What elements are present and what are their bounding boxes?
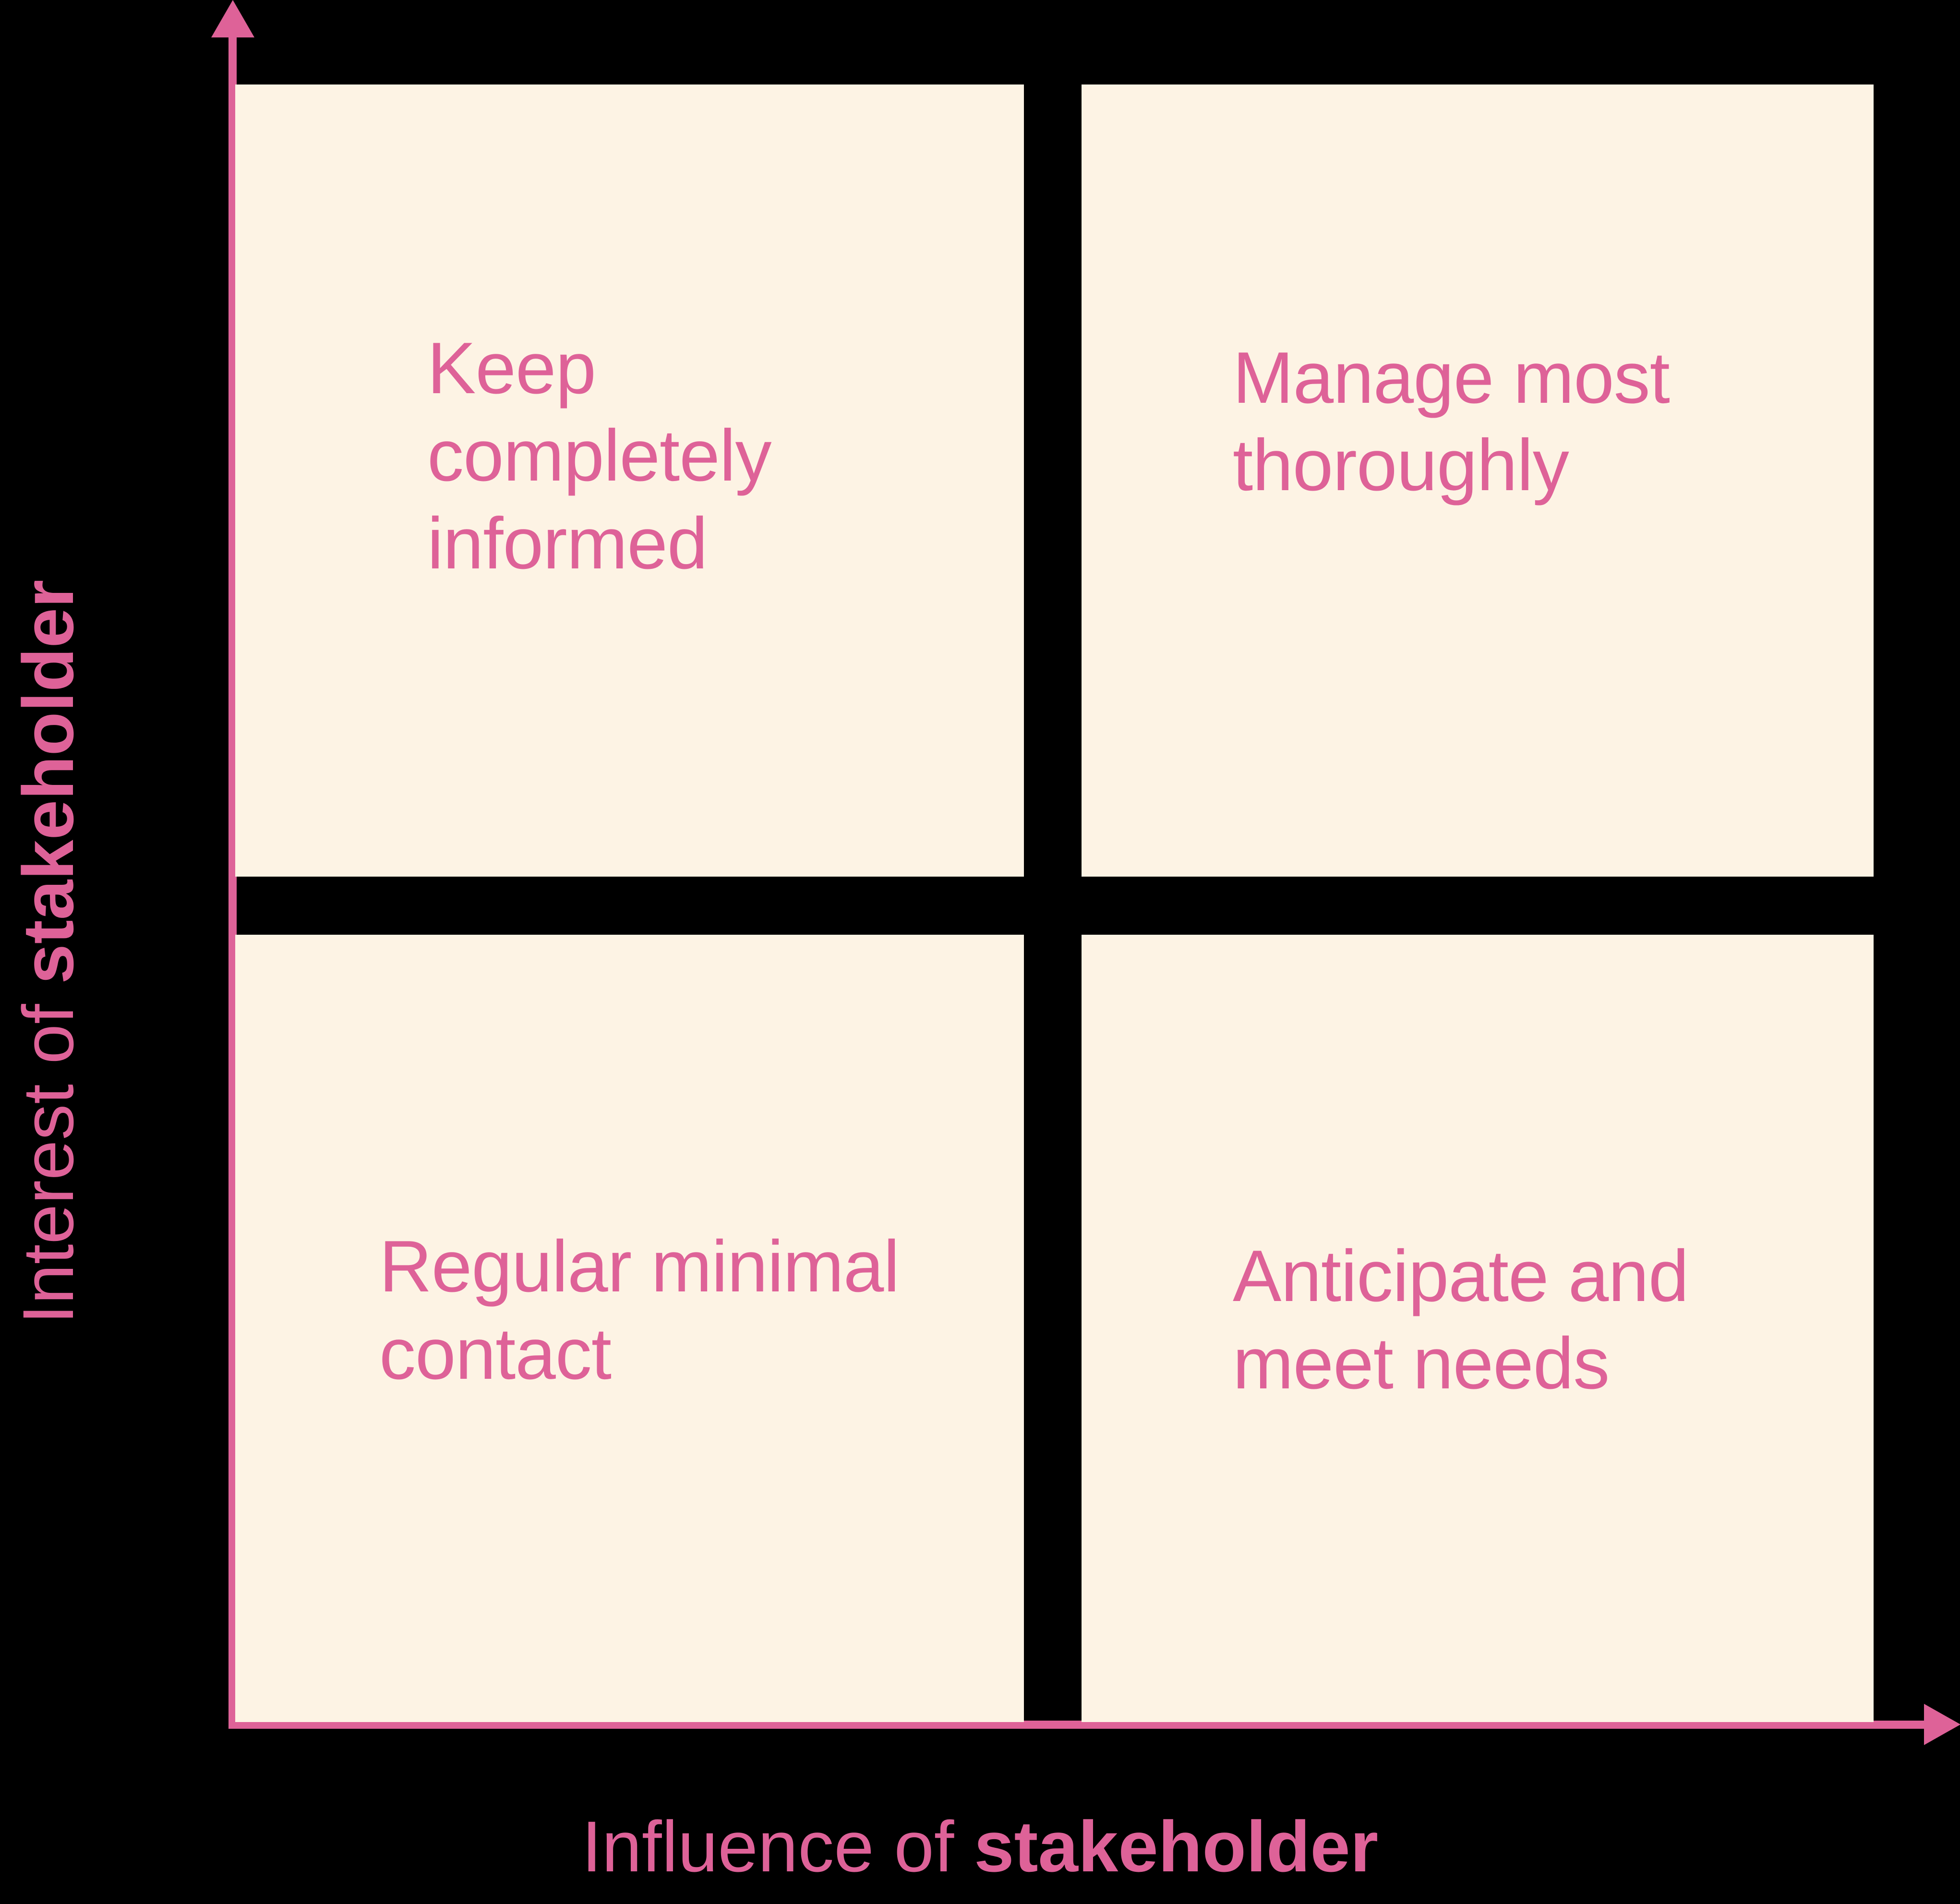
x-axis-title-plain: Influence of — [581, 1806, 974, 1887]
quadrant-top-right-label: Manage most thoroughly — [1233, 337, 1670, 506]
quadrant-bottom-right-label: Anticipate and meet needs — [1233, 1235, 1689, 1405]
x-axis-line — [228, 1721, 1937, 1729]
x-axis-title: Influence of stakeholder — [0, 1805, 1960, 1888]
arrow-up-icon — [211, 0, 254, 37]
x-axis-title-bold: stakeholder — [974, 1806, 1379, 1887]
y-axis-title-plain: Interest of — [8, 984, 88, 1325]
quadrant-top-left[interactable]: Keep completely informed — [235, 84, 1024, 877]
quadrant-top-left-label: Keep completely informed — [427, 327, 772, 584]
quadrant-bottom-left-label: Regular minimal contact — [379, 1226, 900, 1395]
quadrant-bottom-left[interactable]: Regular minimal contact — [235, 935, 1024, 1722]
y-axis-line — [228, 29, 237, 1728]
y-axis-title: Interest of stakeholder — [0, 0, 96, 1904]
quadrant-top-right[interactable]: Manage most thoroughly — [1082, 84, 1874, 877]
quadrant-bottom-right[interactable]: Anticipate and meet needs — [1082, 935, 1874, 1722]
arrow-right-icon — [1924, 1704, 1960, 1745]
y-axis-title-bold: stakeholder — [8, 579, 88, 984]
